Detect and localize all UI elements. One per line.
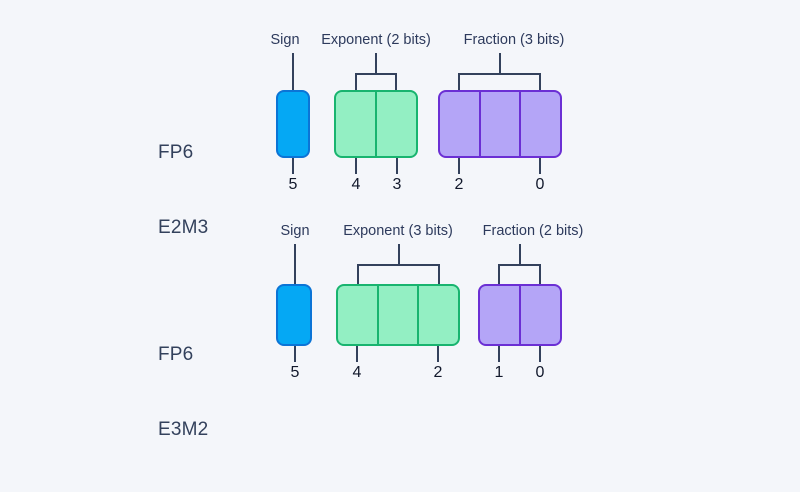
bit-cell[interactable] [480,286,519,344]
bit-cell[interactable] [478,92,520,156]
caption-fraction-row2: Fraction (2 bits) [482,223,584,239]
exponent-bracket-stem-row1 [375,53,377,75]
sign-connector-row1 [292,53,294,91]
fraction-bracket-stem-row2 [519,244,521,266]
exponent-bracket-bar-row2 [357,264,440,266]
exponent-bracket-stem-row2 [398,244,400,266]
fraction-bracket-leg-left-row2 [498,264,500,284]
exponent-field-row2[interactable] [336,284,460,346]
bit-cell[interactable] [519,286,560,344]
row-label-fp6-e2m3: FP6 E2M3 [158,90,208,290]
row-label-line2: E3M2 [158,419,209,440]
exponent-bracket-leg-left-row2 [357,264,359,284]
tick-row2-bit4 [356,346,358,362]
bit-cell[interactable] [519,92,560,156]
tick-row1-bit3 [396,158,398,174]
fraction-bracket-stem-row1 [499,53,501,75]
fraction-bracket-bar-row1 [458,73,541,75]
tick-row1-bit5 [292,158,294,174]
bit-number-row2-2: 2 [433,364,443,381]
bit-cell[interactable] [338,286,377,344]
caption-fraction-row1: Fraction (3 bits) [463,32,565,48]
tick-row1-bit2 [458,158,460,174]
tick-row1-bit0 [539,158,541,174]
exponent-field-row1[interactable] [334,90,418,158]
bit-cell[interactable] [278,92,308,156]
bit-number-row1-1: 4 [351,176,361,193]
bit-number-row1-4: 0 [535,176,545,193]
fraction-field-row2[interactable] [478,284,562,346]
tick-row2-bit0 [539,346,541,362]
sign-field-row2[interactable] [276,284,312,346]
tick-row2-bit1 [498,346,500,362]
bit-number-row1-3: 2 [454,176,464,193]
fraction-bracket-bar-row2 [498,264,541,266]
bit-cell[interactable] [278,286,310,344]
sign-connector-row2 [294,244,296,284]
bit-cell[interactable] [375,92,416,156]
exponent-bracket-bar-row1 [355,73,397,75]
fraction-bracket-leg-right-row2 [539,264,541,284]
row-label-fp6-e3m2: FP6 E3M2 [158,292,208,492]
bit-number-row2-4: 0 [535,364,545,381]
fraction-bracket-leg-left-row1 [458,73,460,91]
caption-sign-row2: Sign [280,223,310,239]
bit-cell[interactable] [440,92,479,156]
caption-exponent-row2: Exponent (3 bits) [343,223,453,239]
row-label-line2: E2M3 [158,217,209,238]
sign-field-row1[interactable] [276,90,310,158]
caption-exponent-row1: Exponent (2 bits) [321,32,431,48]
fraction-field-row1[interactable] [438,90,562,158]
bit-number-row2-3: 1 [494,364,504,381]
exponent-bracket-leg-right-row1 [395,73,397,91]
exponent-bracket-leg-left-row1 [355,73,357,91]
exponent-bracket-leg-right-row2 [438,264,440,284]
fraction-bracket-leg-right-row1 [539,73,541,91]
bit-number-row2-0: 5 [290,364,300,381]
row-label-line1: FP6 [158,142,194,163]
tick-row1-bit4 [355,158,357,174]
bit-cell[interactable] [417,286,458,344]
bit-number-row2-1: 4 [352,364,362,381]
bit-cell[interactable] [336,92,375,156]
caption-sign-row1: Sign [270,32,300,48]
diagram-canvas: FP6 E2M3 Sign Exponent (2 bits) Fraction… [158,32,584,440]
bit-cell[interactable] [376,286,418,344]
row-label-line1: FP6 [158,344,194,365]
bit-number-row1-0: 5 [288,176,298,193]
bit-number-row1-2: 3 [392,176,402,193]
tick-row2-bit5 [294,346,296,362]
tick-row2-bit2 [437,346,439,362]
